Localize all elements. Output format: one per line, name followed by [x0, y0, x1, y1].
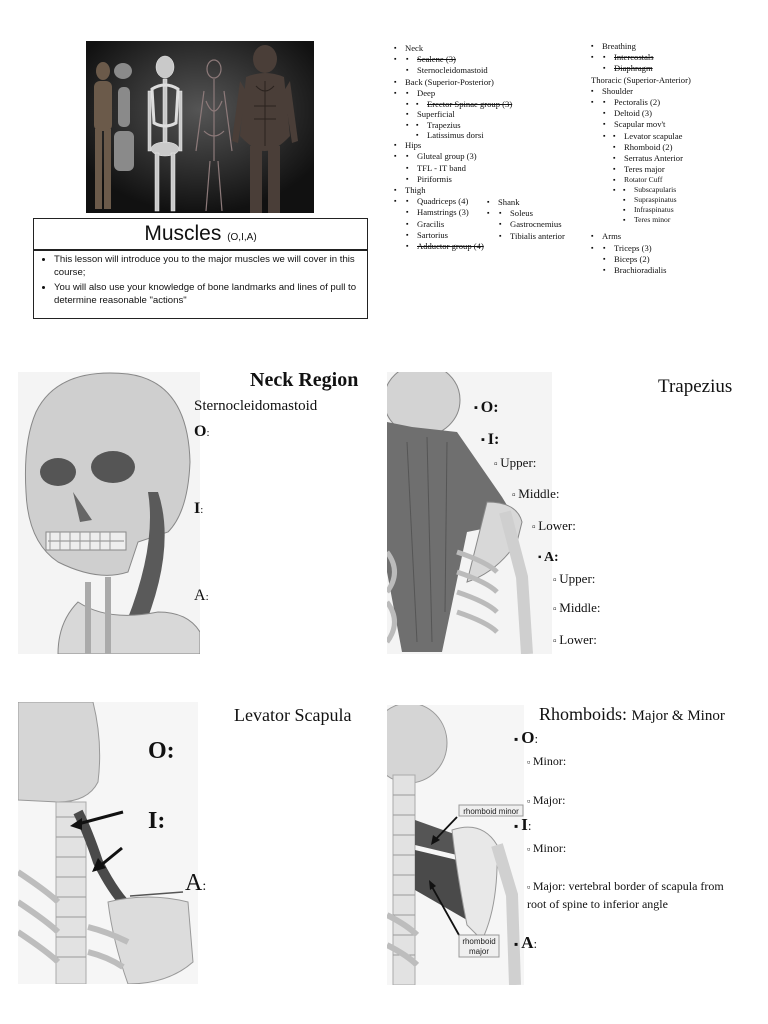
outline-neck: Neck	[394, 43, 512, 54]
trap-ins-middle: Middle:	[512, 486, 559, 502]
outline-superficial: Superficial	[406, 109, 512, 120]
outline-deep: Deep	[406, 88, 512, 99]
trap-ins-lower: Lower:	[532, 518, 576, 534]
slide-intro-box: This lesson will introduce you to the ma…	[33, 250, 368, 319]
levator-scapula-illustration	[16, 701, 198, 985]
rhomboid-major-tag-2: major	[469, 947, 489, 956]
outline-triceps: Triceps (3)	[603, 243, 691, 254]
rhom-origin-label: O:	[514, 728, 538, 748]
rhomboids-heading-suffix: Major & Minor	[631, 708, 725, 724]
outline-scapular: Scapular mov't	[603, 119, 691, 130]
outline-adductor: Adductor group (4)	[406, 241, 512, 252]
outline-tibialis: Tibialis anterior	[499, 231, 565, 242]
origin-letter: O	[194, 423, 207, 440]
trap-insertion-label: I:	[481, 431, 500, 449]
slide-title-box: Muscles (O,I,A)	[33, 218, 368, 250]
outline-erector: Erector Spinae group (3)	[416, 99, 512, 109]
outline-gastrocnemius: Gastrocnemius	[499, 219, 565, 230]
outline-back: Back (Superior-Posterior)	[394, 77, 512, 88]
outline-rotator: Rotator Cuff	[613, 175, 691, 185]
outline-trapezius: Trapezius	[416, 120, 512, 130]
rhom-action-label: A:	[514, 933, 537, 953]
intro-bullet-1: This lesson will introduce you to the ma…	[54, 254, 359, 279]
rhom-insertion-text: I	[521, 815, 528, 834]
rhom-origin-major: Major:	[527, 793, 566, 808]
outline-shank: Shank	[487, 197, 565, 208]
muscle-outline-right: Breathing Intercostals Diaphragm Thoraci…	[591, 41, 691, 276]
outline-teres-minor: Teres minor	[623, 215, 691, 225]
outline-subscapularis: Subscapularis	[623, 185, 691, 195]
levator-action-label: A:	[185, 870, 207, 896]
outline-lats: Latissimus dorsi	[416, 130, 512, 140]
rhomboids-illustration: rhomboid minor rhomboid major	[370, 702, 524, 986]
outline-piriformis: Piriformis	[406, 174, 512, 185]
trap-origin-label: O:	[474, 399, 499, 417]
rhom-action-text: A	[521, 933, 534, 952]
slide-heading-neck: Neck Region	[250, 369, 359, 391]
trap-act-upper: Upper:	[553, 571, 595, 587]
outline-teres-major: Teres major	[613, 164, 691, 175]
outline-levator: Levator scapulae	[613, 131, 691, 142]
outline-infraspinatus: Infraspinatus	[623, 205, 691, 215]
outline-arms: Arms	[591, 231, 691, 242]
insertion-letter: I	[194, 500, 201, 517]
trap-act-lower: Lower:	[553, 632, 597, 648]
outline-rhomboid: Rhomboid (2)	[613, 142, 691, 153]
rhomboid-major-tag-1: rhomboid	[462, 937, 495, 946]
intro-bullet-2: You will also use your knowledge of bone…	[54, 282, 359, 307]
muscle-name-scm: Sternocleidomastoid	[194, 398, 318, 414]
outline-tfl: TFL - IT band	[406, 163, 512, 174]
outline-gluteal: Gluteal group (3)	[406, 151, 512, 162]
rhom-insertion-label: I:	[514, 815, 531, 835]
outline-quadriceps: Quadriceps (4)	[406, 196, 512, 207]
outline-intercostals: Intercostals	[603, 52, 691, 63]
outline-serratus: Serratus Anterior	[613, 153, 691, 164]
levator-insertion-label: I:	[148, 808, 166, 834]
trap-act-middle: Middle:	[553, 600, 600, 616]
rhom-origin-minor: Minor:	[527, 754, 566, 769]
slide-heading-rhomboids: Rhomboids: Major & Minor	[539, 704, 725, 725]
levator-origin-label: O:	[148, 738, 175, 765]
muscle-outline-shank: Shank Soleus Gastrocnemius Tibialis ante…	[487, 197, 565, 242]
outline-soleus: Soleus	[499, 208, 565, 219]
muscle-system-photo	[86, 41, 314, 213]
outline-sartorius: Sartorius	[406, 230, 512, 241]
rhom-insertion-minor: Minor:	[527, 841, 566, 856]
slide-title-suffix: (O,I,A)	[227, 232, 257, 243]
trapezius-illustration	[383, 363, 552, 655]
outline-biceps: Biceps (2)	[603, 254, 691, 265]
rhom-origin-text: O	[521, 728, 535, 747]
skull-neck-illustration	[18, 372, 201, 655]
outline-gracilis: Gracilis	[406, 219, 512, 230]
trap-ins-upper: Upper:	[494, 455, 536, 471]
rhomboids-heading-text: Rhomboids:	[539, 704, 628, 724]
levator-origin-text: O:	[148, 738, 175, 764]
rhom-insertion-major: Major: vertebral border of scapula from …	[527, 878, 727, 912]
outline-hips: Hips	[394, 140, 512, 151]
insertion-label: I:	[194, 500, 204, 517]
outline-shoulder: Shoulder	[591, 86, 691, 97]
outline-deltoid: Deltoid (3)	[603, 108, 691, 119]
muscle-outline-left: Neck Scalene (3) Sternocleidomastoid Bac…	[394, 43, 512, 252]
trap-action-label: A:	[538, 550, 559, 566]
outline-scm: Sternocleidomastoid	[406, 65, 512, 76]
slide-heading-levator: Levator Scapula	[234, 705, 352, 725]
outline-thoracic: Thoracic (Superior-Anterior)	[591, 74, 691, 85]
action-letter: A	[194, 587, 206, 604]
outline-hamstrings: Hamstrings (3)	[406, 207, 512, 218]
levator-action-text: A	[185, 870, 203, 896]
action-label: A:	[194, 587, 209, 604]
slide-heading-trapezius: Trapezius	[658, 376, 733, 397]
outline-breathing: Breathing	[591, 41, 691, 52]
rhomboid-minor-tag: rhomboid minor	[463, 807, 519, 816]
outline-scalene: Scalene (3)	[406, 54, 512, 65]
outline-pectoralis: Pectoralis (2)	[603, 97, 691, 108]
slide-title: Muscles	[144, 222, 222, 245]
outline-supraspinatus: Supraspinatus	[623, 195, 691, 205]
outline-thigh: Thigh	[394, 185, 512, 196]
trap-insertion-text: I:	[487, 431, 500, 448]
outline-brachio: Brachioradialis	[603, 265, 691, 276]
origin-label: O:	[194, 423, 210, 440]
outline-diaphragm: Diaphragm	[603, 63, 691, 74]
